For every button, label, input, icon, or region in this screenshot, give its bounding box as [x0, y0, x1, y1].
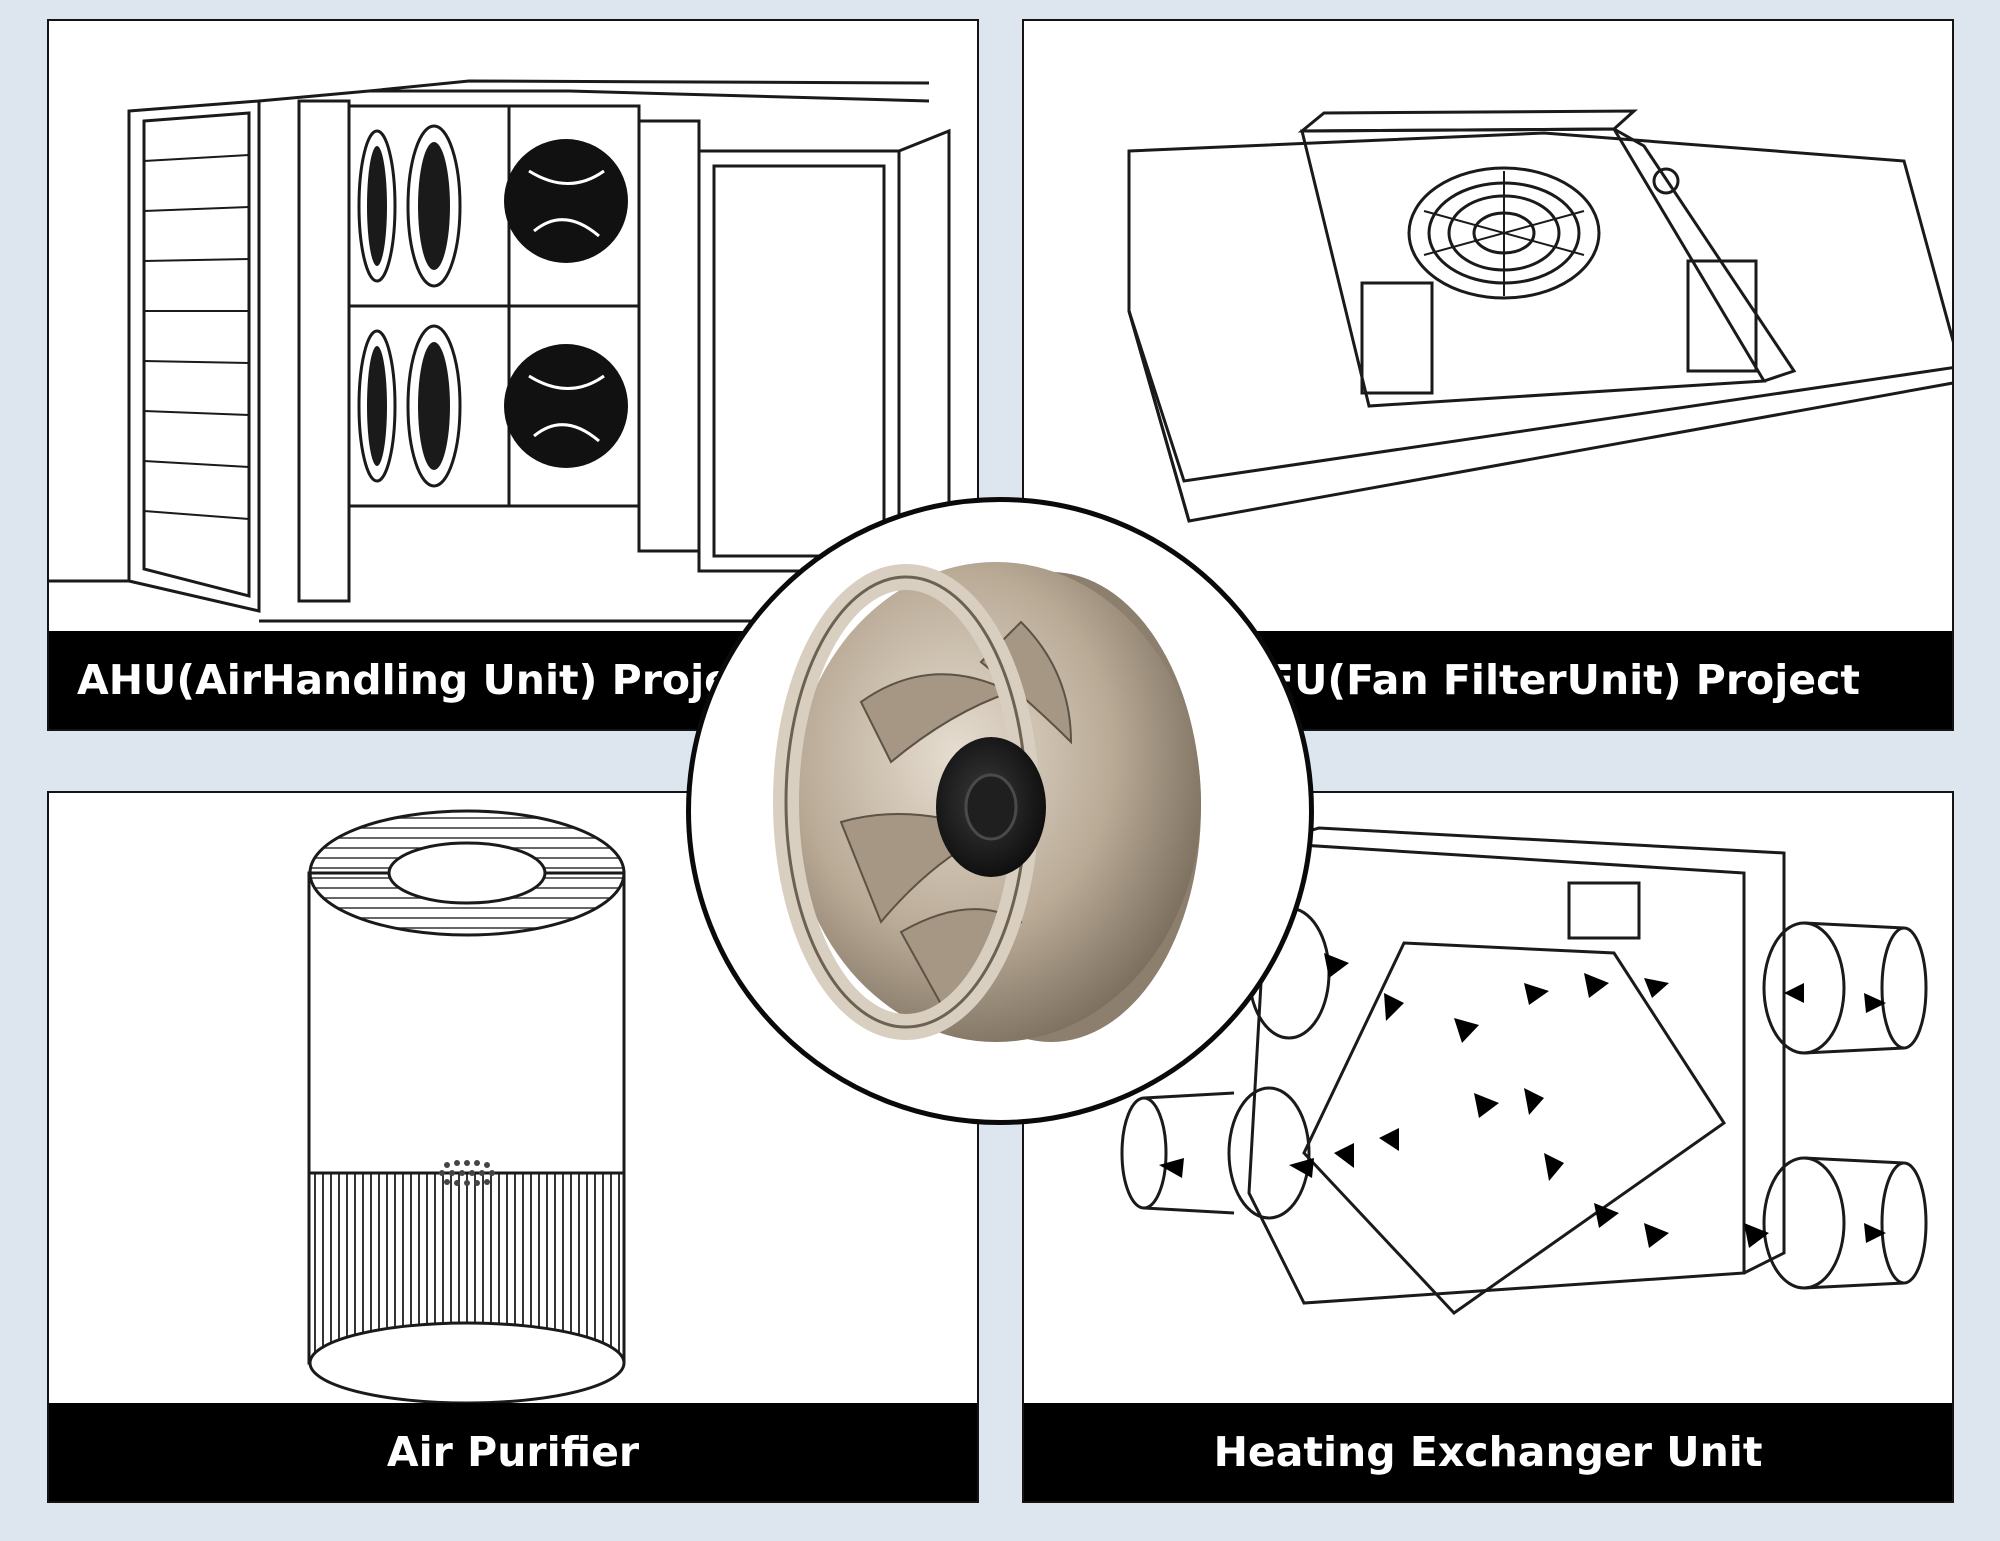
heat-exchanger-caption: Heating Exchanger Unit — [1024, 1403, 1952, 1501]
air-purifier-caption: Air Purifier — [49, 1403, 977, 1501]
air-purifier-panel: Air Purifier — [47, 791, 979, 1503]
ahu-panel: AHU(AirHandling Unit) Project — [47, 19, 979, 731]
impeller-circle — [686, 497, 1314, 1125]
centrifugal-fan-impeller-photo — [773, 562, 1201, 1042]
fan-filter-unit-drawing — [1127, 109, 1952, 523]
air-purifier-drawing — [307, 809, 626, 1403]
air-handling-unit-drawing — [49, 79, 977, 623]
heat-exchanger-panel: Heating Exchanger Unit — [1022, 791, 1954, 1503]
